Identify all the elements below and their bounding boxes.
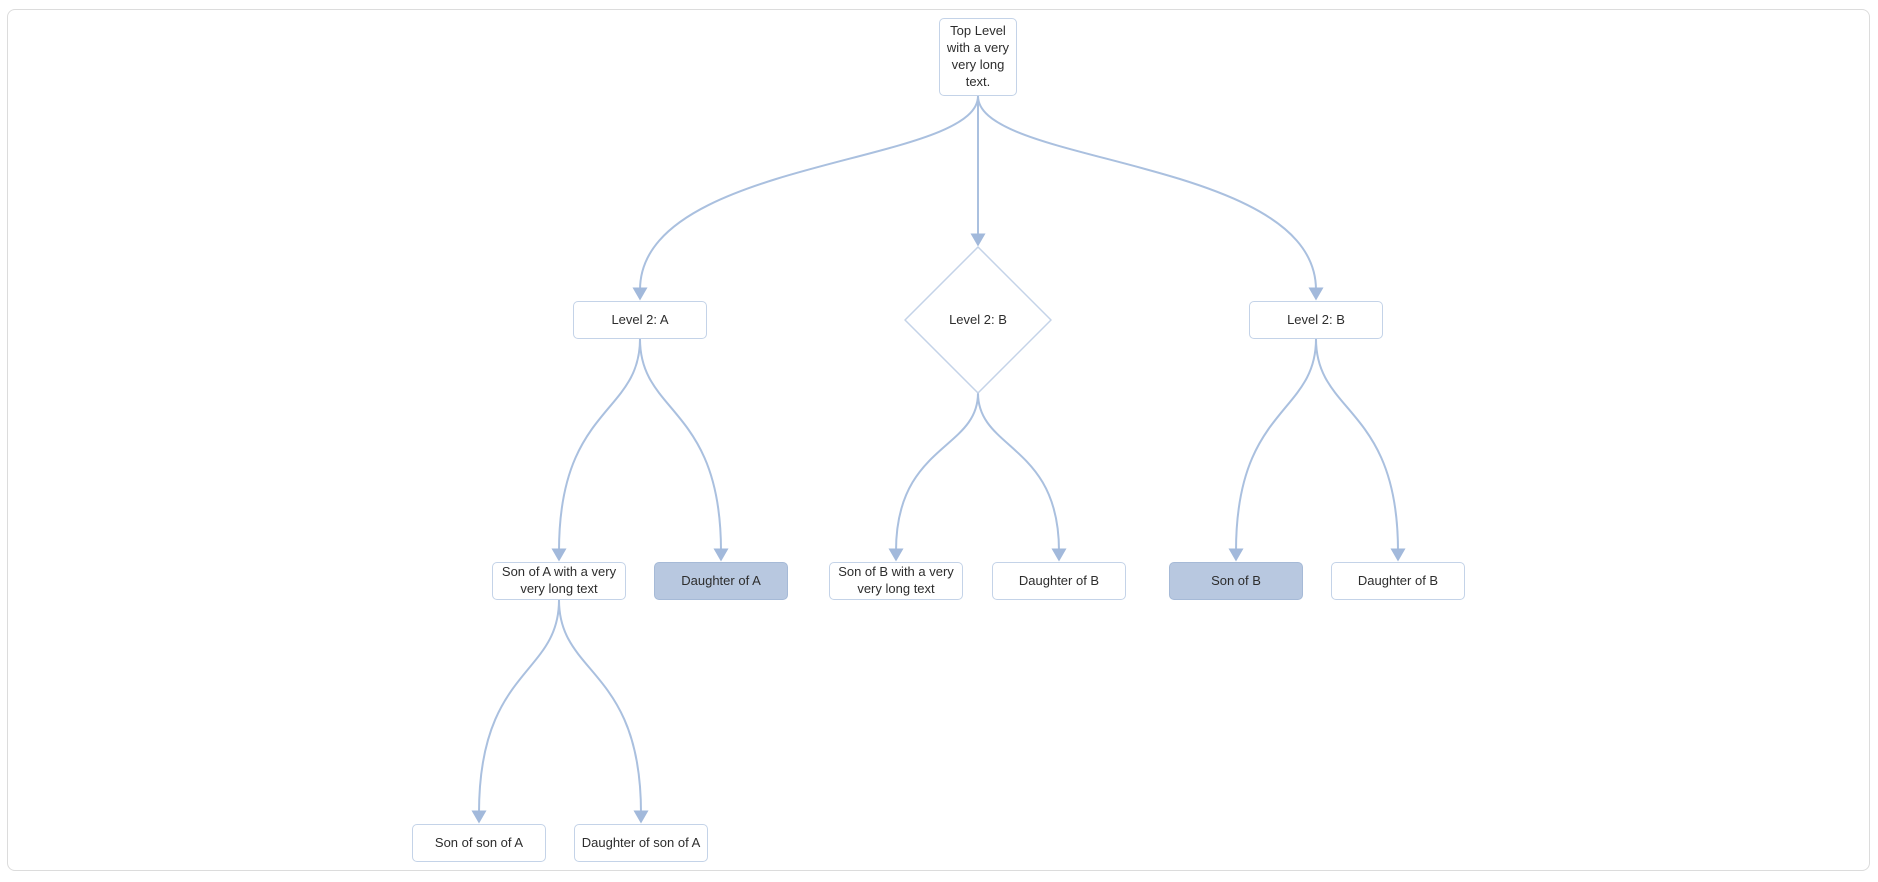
edge-son-a-daughter-son-a xyxy=(558,599,642,814)
edge-top-level2-a xyxy=(639,95,979,291)
node-daughter-son-a[interactable]: Daughter of son of A xyxy=(574,824,708,862)
node-son-b[interactable]: Son of B with a very very long text xyxy=(829,562,963,600)
arrowhead-icon xyxy=(1051,548,1067,562)
node-daughter-b-mid[interactable]: Daughter of B xyxy=(992,562,1126,600)
arrowhead-icon xyxy=(713,548,729,562)
node-top[interactable]: Top Level with a very very long text. xyxy=(939,18,1017,96)
arrowhead-icon xyxy=(551,548,567,562)
node-label: Level 2: B xyxy=(1287,311,1345,327)
arrowhead-icon xyxy=(1390,548,1406,562)
node-level2-b-mid[interactable]: Level 2: B xyxy=(905,247,1051,393)
arrowhead-icon xyxy=(1308,287,1324,301)
node-label: Daughter of son of A xyxy=(581,834,701,850)
node-label: Daughter of B xyxy=(1018,572,1100,588)
diagram-card xyxy=(7,9,1870,871)
edge-son-a-son-son-a xyxy=(478,599,560,814)
node-son-of-b[interactable]: Son of B xyxy=(1169,562,1303,600)
arrowhead-icon xyxy=(633,810,649,824)
arrowhead-icon xyxy=(970,233,986,247)
node-shape-level2-b-mid[interactable] xyxy=(904,246,1052,394)
edge-level2-a-son-a xyxy=(558,338,641,552)
edge-level2-b-mid-son-b xyxy=(895,392,979,552)
node-label: Son of B xyxy=(1211,572,1261,588)
node-label: Level 2: B xyxy=(949,311,1007,327)
node-label: Daughter of A xyxy=(681,572,761,588)
node-label: Son of son of A xyxy=(434,834,524,850)
node-label: Son of A with a very very long text xyxy=(501,564,617,596)
node-son-son-a[interactable]: Son of son of A xyxy=(412,824,546,862)
node-level2-a[interactable]: Level 2: A xyxy=(573,301,707,339)
node-level2-b-right[interactable]: Level 2: B xyxy=(1249,301,1383,339)
edge-level2-b-right-son-of-b xyxy=(1235,338,1317,552)
node-label: Level 2: A xyxy=(611,311,669,327)
arrowhead-icon xyxy=(888,548,904,562)
arrowhead-icon xyxy=(1228,548,1244,562)
arrowhead-icon xyxy=(632,287,648,301)
node-daughter-a[interactable]: Daughter of A xyxy=(654,562,788,600)
node-daughter-b-right[interactable]: Daughter of B xyxy=(1331,562,1465,600)
edge-level2-b-mid-daughter-b-mid xyxy=(977,392,1060,552)
edge-level2-a-daughter-a xyxy=(639,338,722,552)
edge-level2-b-right-daughter-b-right xyxy=(1315,338,1399,552)
node-label: Top Level with a very very long text. xyxy=(946,23,1010,89)
edge-top-level2-b-right xyxy=(977,95,1317,291)
node-son-a[interactable]: Son of A with a very very long text xyxy=(492,562,626,600)
arrowhead-icon xyxy=(471,810,487,824)
node-label: Daughter of B xyxy=(1357,572,1439,588)
node-label: Son of B with a very very long text xyxy=(838,564,954,596)
